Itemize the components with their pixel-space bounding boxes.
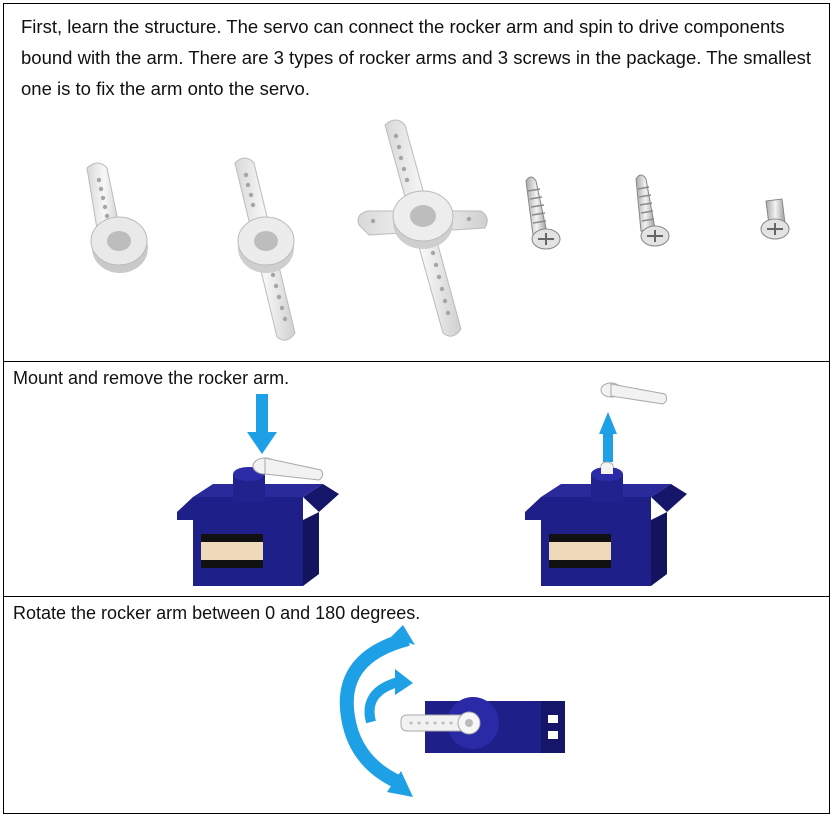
document-frame [3, 3, 830, 814]
parts-illustration [86, 119, 790, 341]
up-arrow-shaft [603, 432, 613, 462]
medium-screw-icon [635, 174, 670, 247]
mount-section: Mount and remove the rocker arm. [3, 361, 830, 596]
mount-illustration [177, 382, 687, 586]
rotation-arrows-icon [339, 625, 415, 797]
intro-text: First, learn the structure. The servo ca… [21, 16, 812, 99]
up-arrow-icon [599, 412, 617, 434]
rotate-caption: Rotate the rocker arm between 0 and 180 … [13, 603, 421, 623]
servo-top-view-icon [400, 697, 565, 753]
mount-servo-icon [177, 394, 339, 586]
down-arrow-shaft [256, 394, 268, 436]
rotate-section: Rotate the rocker arm between 0 and 180 … [3, 596, 830, 814]
remove-servo-icon [525, 382, 687, 586]
long-screw-icon [525, 176, 561, 250]
structure-section: First, learn the structure. The servo ca… [3, 3, 830, 361]
short-screw-icon [760, 198, 790, 240]
rotate-illustration [339, 625, 565, 797]
double-arm-icon [234, 157, 296, 341]
mount-caption: Mount and remove the rocker arm. [13, 368, 290, 388]
single-arm-icon [86, 162, 148, 273]
cross-arm-icon [357, 119, 488, 337]
down-arrow-icon [247, 432, 277, 454]
